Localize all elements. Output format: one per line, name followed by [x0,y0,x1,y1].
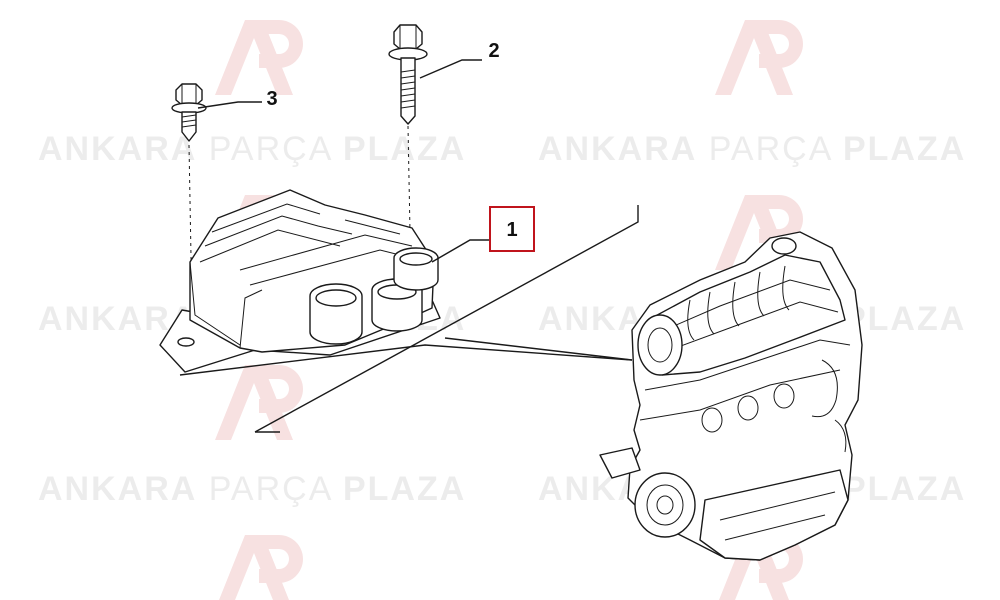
callout-label: 2 [488,40,499,62]
watermark-word: ANKARA [538,130,697,168]
engine-mount-bracket[interactable] [159,189,441,373]
assembly-frame-lines [179,205,639,433]
watermark-word: PLAZA [343,470,466,508]
bolt-short[interactable] [171,83,207,142]
callout-highlight-box [489,206,535,252]
callout-label: 1 [506,219,517,241]
callout-3[interactable]: 3 [266,88,277,110]
callout-label: 3 [266,88,277,110]
svg-text:ANKARA PARÇA PLAZA: ANKARA PARÇA PLAZA [38,130,466,168]
watermark-word: ANKARA [38,130,197,168]
watermark-word: PARÇA [209,470,332,508]
bolt-long[interactable] [388,24,428,125]
watermark-word: PARÇA [209,130,332,168]
watermark-word: ANKARA [38,470,197,508]
leader-lines [197,59,492,263]
watermark-word: PLAZA [343,130,466,168]
engine-block[interactable] [599,231,863,561]
watermark-word: PLAZA [843,470,966,508]
watermark-word: PLAZA [843,300,966,338]
svg-text:ANKARA PARÇA PLAZA: ANKARA PARÇA PLAZA [38,470,466,508]
callout-1[interactable]: 1 [489,206,535,252]
callout-2[interactable]: 2 [488,40,499,62]
watermark-word: PARÇA [709,130,832,168]
watermark-word: PLAZA [843,130,966,168]
svg-text:ANKARA PARÇA PLAZA: ANKARA PARÇA PLAZA [538,130,966,168]
